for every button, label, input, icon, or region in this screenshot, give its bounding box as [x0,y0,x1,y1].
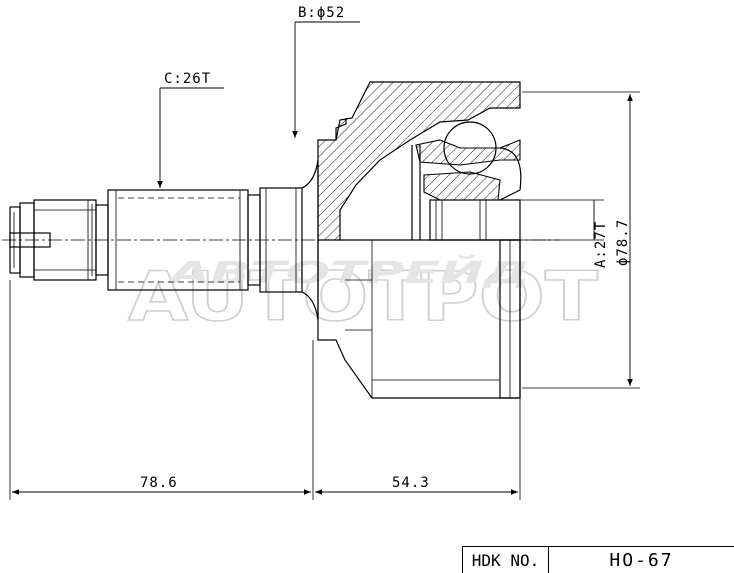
dimension-diameter-label: ϕ78.7 [615,219,631,266]
dimension-right-length: 54.3 [392,475,430,491]
inner-race-assembly [411,121,522,241]
part-number-key: HDK NO. [463,547,549,573]
dimension-c: C:26T [157,71,224,188]
ball [443,121,497,175]
watermark-text: AUTOTPOT [128,258,599,337]
watermark-overlay-text: АВТОТРЕЙД [167,255,530,291]
dimension-left-length: 78.6 [140,475,178,491]
dimension-a: A:27T [520,199,609,268]
dimension-b-label: B:ϕ52 [298,5,345,21]
dimension-diameter: ϕ78.7 [522,91,640,389]
dimension-c-label: C:26T [164,71,211,87]
dimension-lengths: 78.6 54.3 [9,280,521,500]
part-number-value: HO-67 [609,549,674,571]
title-block: HDK NO. HO-67 [462,546,734,573]
watermark: AUTOTPOT АВТОТРЕЙД [127,255,599,338]
dimension-a-label: A:27T [593,221,609,268]
dimension-b: B:ϕ52 [292,5,360,138]
